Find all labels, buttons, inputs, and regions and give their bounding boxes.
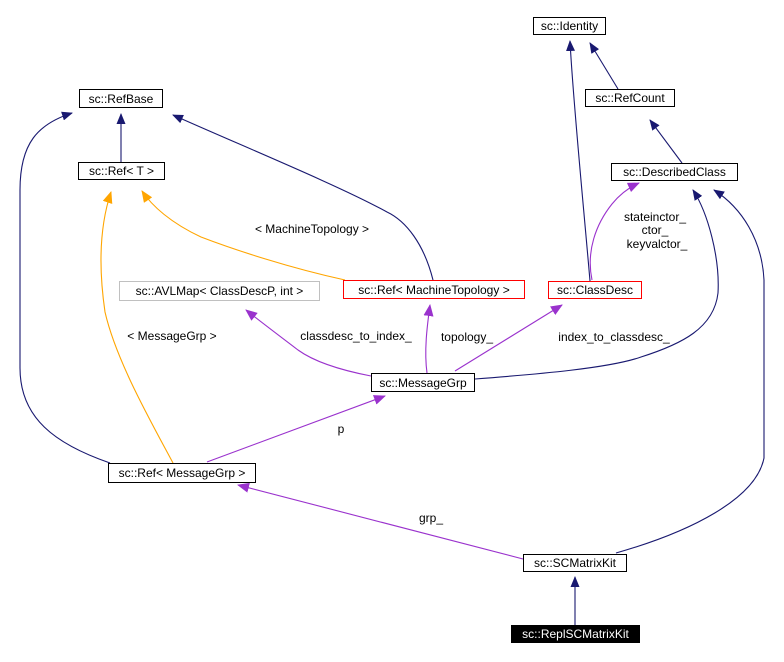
- edge-label-ctor: ctor_: [641, 223, 669, 237]
- edge-label-classdesc-to-index: classdesc_to_index_: [300, 329, 412, 343]
- edge-template-messagegrp-to-ref-t: [100, 191, 174, 464]
- node-sc-ref-messagegrp[interactable]: sc::Ref< MessageGrp >: [108, 463, 256, 483]
- node-sc-messagegrp[interactable]: sc::MessageGrp: [371, 373, 475, 392]
- edge-label-grp: grp_: [418, 511, 444, 525]
- node-sc-refcount[interactable]: sc::RefCount: [585, 89, 675, 107]
- node-sc-identity[interactable]: sc::Identity: [533, 17, 606, 35]
- edge-ref-messagegrp-to-refbase: [19, 111, 111, 464]
- node-sc-replscmatrixkit-current: sc::ReplSCMatrixKit: [511, 625, 640, 643]
- edge-classdesc-to-identity: [566, 40, 591, 282]
- node-sc-ref-t[interactable]: sc::Ref< T >: [78, 162, 165, 180]
- edge-label-stateinctor: stateinctor_: [623, 210, 687, 224]
- edge-ref-messagegrp-to-messagegrp: [206, 395, 386, 463]
- node-sc-avlmap-classdescp-int[interactable]: sc::AVLMap< ClassDescP, int >: [119, 281, 320, 301]
- edge-label-template-machinetopology: < MachineTopology >: [254, 222, 370, 236]
- edge-messagegrp-to-avlmap: [245, 309, 372, 377]
- edge-messagegrp-to-describedclass: [474, 189, 719, 380]
- edge-ref-machinetopology-to-refbase: [172, 114, 434, 281]
- edge-template-machinetopology-to-ref-t: [141, 190, 346, 281]
- edge-label-template-messagegrp: < MessageGrp >: [127, 329, 217, 343]
- edge-label-keyvalctor: keyvalctor_: [626, 237, 688, 251]
- node-sc-refbase[interactable]: sc::RefBase: [79, 89, 163, 108]
- node-sc-classdesc[interactable]: sc::ClassDesc: [548, 281, 642, 299]
- edge-scmatrixkit-to-describedclass: [615, 189, 765, 554]
- edge-label-index-to-classdesc: index_to_classdesc_: [558, 330, 670, 344]
- node-sc-scmatrixkit[interactable]: sc::SCMatrixKit: [523, 554, 627, 572]
- node-sc-describedclass[interactable]: sc::DescribedClass: [611, 163, 738, 181]
- edge-classdesc-to-describedclass: [589, 182, 640, 281]
- edge-label-topology: topology_: [440, 330, 494, 344]
- edge-messagegrp-to-ref-machinetopology: [423, 304, 434, 374]
- edge-scmatrixkit-to-ref-messagegrp: [237, 482, 524, 560]
- edge-label-p: p: [337, 422, 345, 436]
- edge-refcount-to-identity: [589, 42, 619, 90]
- node-sc-ref-machinetopology[interactable]: sc::Ref< MachineTopology >: [343, 280, 525, 299]
- edge-messagegrp-to-classdesc: [454, 304, 563, 372]
- edge-describedclass-to-refcount: [649, 119, 683, 164]
